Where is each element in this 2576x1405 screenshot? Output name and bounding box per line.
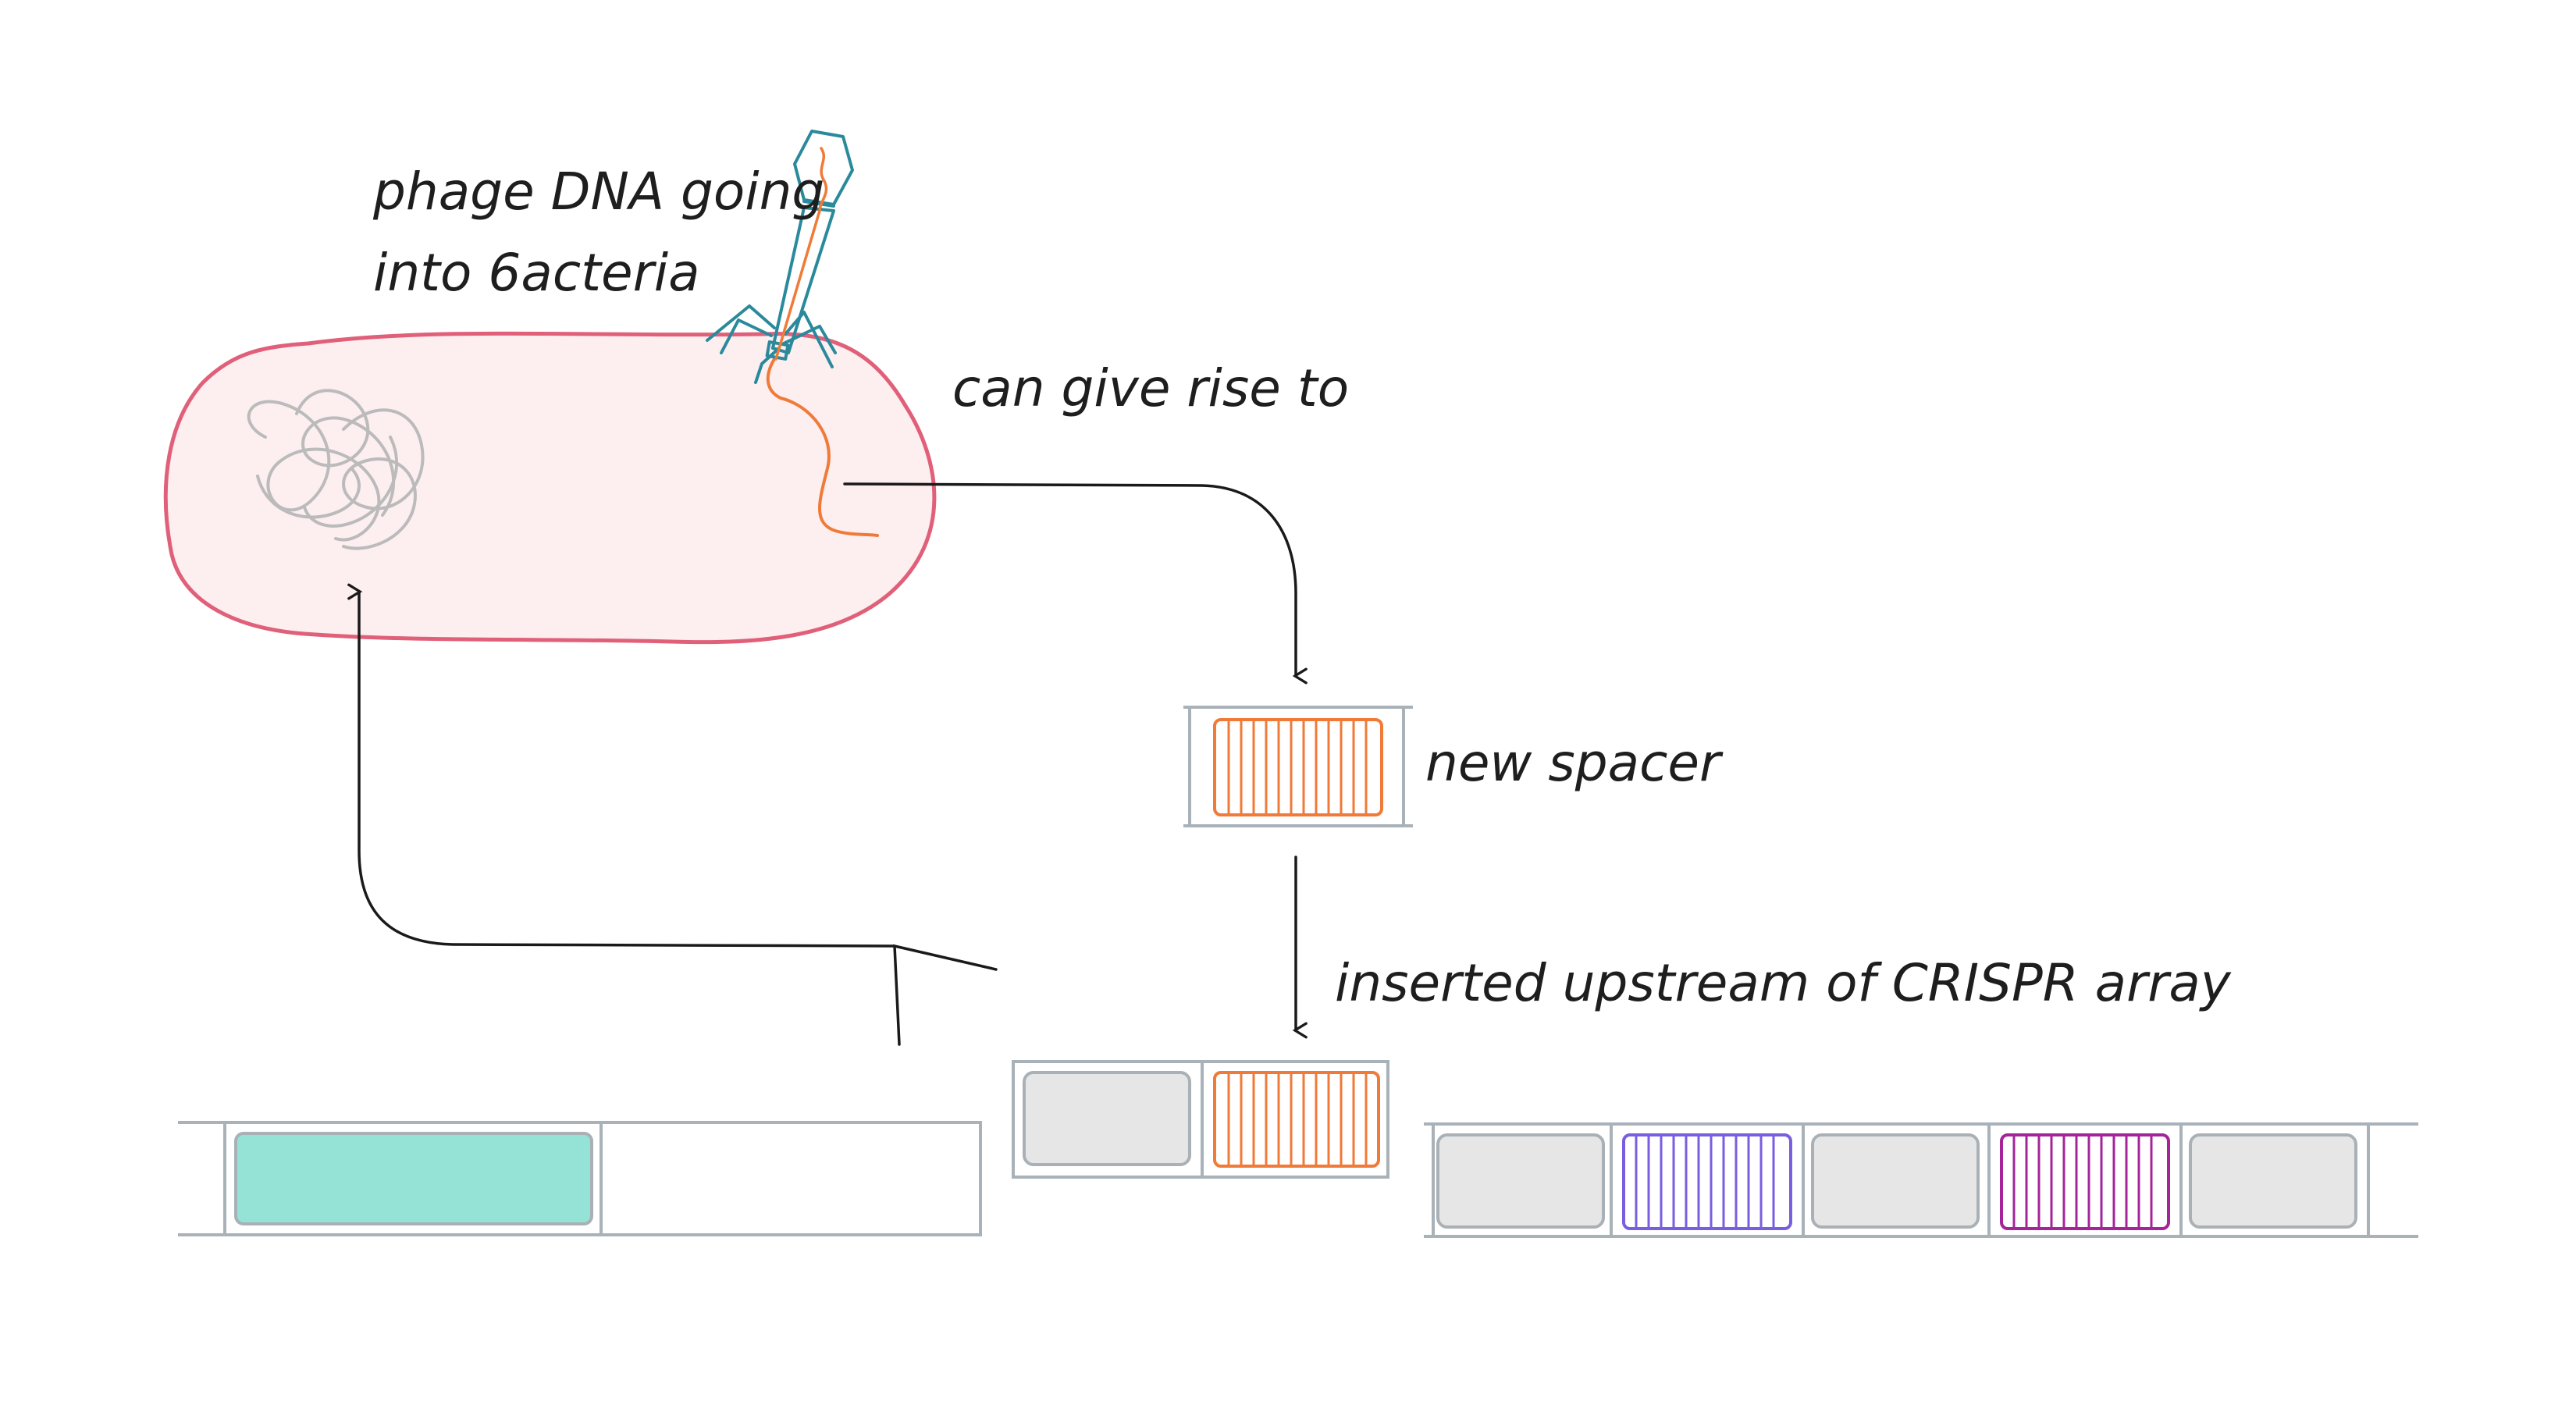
cas-gene-strand [178, 1121, 982, 1236]
arrow-to-new-spacer [843, 482, 1308, 685]
inserted-spacer-box [1213, 1071, 1380, 1168]
bacterium-cell [163, 331, 937, 645]
repeat-box-2 [1811, 1133, 1980, 1229]
bacterial-chromosome-icon [247, 389, 425, 550]
bacteriophage-icon [706, 130, 854, 384]
arrows [359, 482, 1308, 1046]
spacer-purple [1622, 1133, 1792, 1230]
label-phage-dna-line2: into 6acteria [373, 243, 700, 303]
new-spacer-unit [1183, 706, 1413, 827]
label-can-give-rise-to: can give rise to [952, 358, 1349, 418]
phage-dna-strand [766, 357, 879, 537]
inserted-spacer-stripes [1227, 1074, 1368, 1165]
repeat-box-3 [2189, 1133, 2357, 1229]
new-spacer-box [1213, 718, 1383, 816]
label-inserted-upstream: inserted upstream of CRISPR array [1335, 953, 2232, 1013]
repeat-box-1 [1436, 1133, 1605, 1229]
label-new-spacer: new spacer [1425, 733, 1724, 793]
arrow-back-to-cell [359, 592, 998, 1046]
spacer-magenta [2000, 1133, 2170, 1230]
label-phage-dna-line1: phage DNA going [372, 162, 824, 222]
cas-gene-box [234, 1132, 593, 1225]
crispr-array-strand [1424, 1122, 2418, 1238]
new-spacer-stripes [1227, 721, 1368, 813]
inserted-segment [1012, 1060, 1389, 1179]
cell-membrane [163, 331, 937, 645]
repeat-box-inserted [1023, 1071, 1191, 1166]
